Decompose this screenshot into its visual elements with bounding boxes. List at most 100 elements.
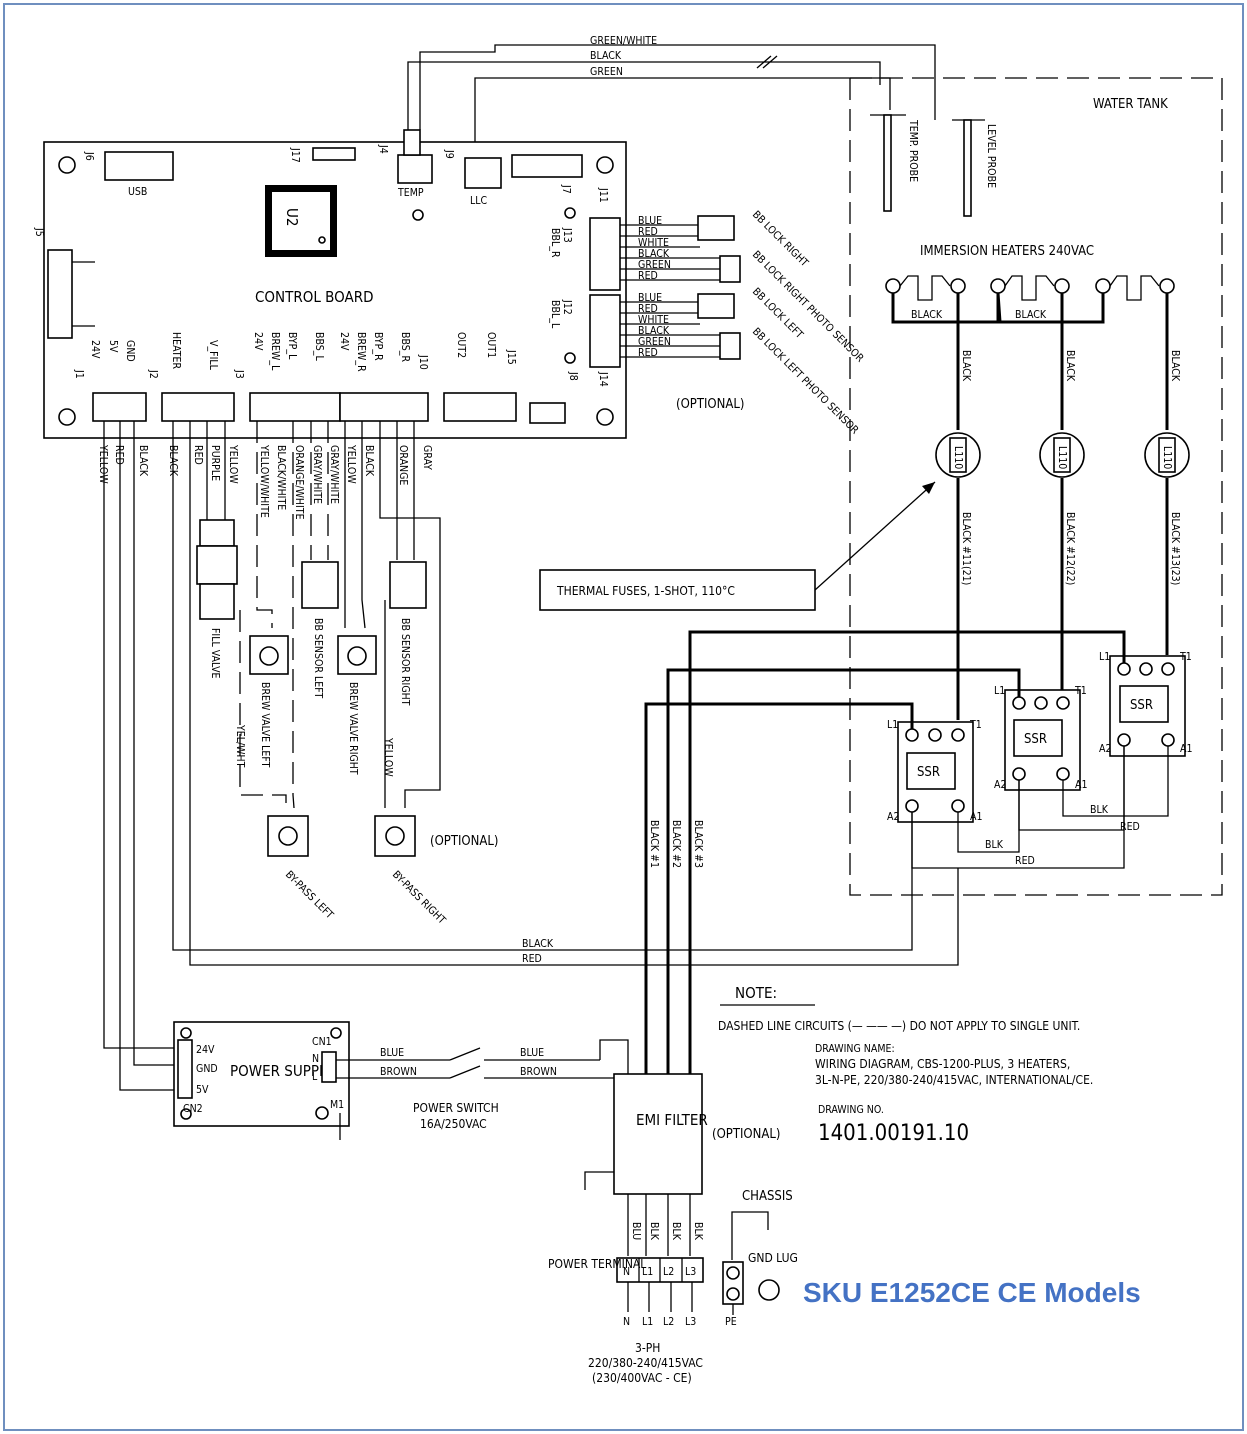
temp-probe bbox=[883, 114, 892, 212]
svg-text:EMI FILTER: EMI FILTER bbox=[636, 1111, 708, 1129]
svg-text:WHITE: WHITE bbox=[638, 314, 669, 326]
svg-text:PURPLE: PURPLE bbox=[209, 445, 221, 481]
svg-text:OUT2: OUT2 bbox=[455, 332, 467, 358]
svg-text:RED: RED bbox=[638, 303, 658, 315]
mains-wire-1: BLACK #1 bbox=[648, 820, 660, 868]
wire-label-green: GREEN bbox=[590, 66, 623, 78]
connector-j15 bbox=[443, 392, 517, 422]
svg-text:T1: T1 bbox=[1074, 685, 1087, 697]
svg-text:WIRING DIAGRAM, CBS-1200-PLUS,: WIRING DIAGRAM, CBS-1200-PLUS, 3 HEATERS… bbox=[815, 1057, 1070, 1071]
svg-text:L110: L110 bbox=[1161, 446, 1173, 469]
heater-wire-11: BLACK #11(21) bbox=[960, 512, 972, 585]
level-probe-label: LEVEL PROBE bbox=[985, 124, 997, 188]
svg-text:CN2: CN2 bbox=[183, 1103, 203, 1115]
bypass-valve-left: BY-PASS LEFT bbox=[267, 815, 336, 922]
svg-text:BLACK: BLACK bbox=[638, 325, 670, 337]
svg-text:J8: J8 bbox=[567, 371, 579, 381]
svg-text:BLUE: BLUE bbox=[520, 1047, 544, 1059]
svg-text:A2: A2 bbox=[1099, 743, 1111, 755]
wire-label-green-white: GREEN/WHITE bbox=[590, 35, 657, 47]
temp-label: TEMP bbox=[397, 187, 424, 199]
svg-text:J7: J7 bbox=[560, 184, 572, 194]
svg-text:SSR: SSR bbox=[917, 765, 940, 780]
heater-bus-label-1: BLACK bbox=[911, 309, 943, 321]
svg-text:BYP_L: BYP_L bbox=[286, 332, 298, 360]
svg-text:J10: J10 bbox=[417, 354, 429, 370]
thermal-fuse-2: L110 bbox=[1039, 432, 1085, 478]
svg-text:L1: L1 bbox=[642, 1316, 653, 1328]
fill-valve: FILL VALVE bbox=[196, 519, 238, 679]
svg-text:A1: A1 bbox=[1180, 743, 1192, 755]
svg-text:N: N bbox=[623, 1316, 630, 1328]
svg-text:BLUE: BLUE bbox=[638, 215, 662, 227]
control-board: USB J6 J17 U2 J5 TEMP J4 LLC J9 J7 J11 J… bbox=[33, 129, 627, 439]
svg-text:BROWN: BROWN bbox=[520, 1066, 557, 1078]
sku-label: SKU E1252CE CE Models bbox=[803, 1277, 1141, 1308]
svg-text:L3: L3 bbox=[685, 1266, 696, 1278]
page-border bbox=[3, 3, 1244, 1431]
svg-text:RED: RED bbox=[638, 226, 658, 238]
svg-text:GRAY/WHITE: GRAY/WHITE bbox=[311, 445, 323, 504]
svg-text:FILL VALVE: FILL VALVE bbox=[209, 628, 221, 679]
heater-wire-black-2: BLACK bbox=[1064, 350, 1076, 382]
svg-text:3-PH: 3-PH bbox=[635, 1341, 660, 1355]
probe-wires: GREEN/WHITE BLACK GREEN bbox=[407, 35, 936, 165]
svg-text:RED: RED bbox=[192, 445, 204, 465]
svg-text:J14: J14 bbox=[597, 371, 609, 387]
svg-text:RED: RED bbox=[522, 953, 542, 965]
power-switch-rating: 16A/250VAC bbox=[420, 1117, 487, 1131]
bb-sensor-right: BB SENSOR RIGHT bbox=[389, 561, 427, 706]
svg-text:RED: RED bbox=[638, 347, 658, 359]
svg-text:M1: M1 bbox=[330, 1099, 344, 1111]
svg-text:BLK: BLK bbox=[1090, 804, 1109, 816]
thermal-fuse-3: L110 bbox=[1144, 432, 1190, 478]
svg-text:BLU: BLU bbox=[630, 1222, 642, 1240]
svg-text:POWER TERMINAL: POWER TERMINAL bbox=[548, 1257, 646, 1271]
emi-filter: EMI FILTER (OPTIONAL) BLU BLK BLK BLK bbox=[584, 1073, 780, 1256]
bb-sensor-left: BB SENSOR LEFT bbox=[301, 561, 339, 698]
locks-optional-label: (OPTIONAL) bbox=[676, 397, 744, 412]
svg-text:RED: RED bbox=[1015, 855, 1035, 867]
power-terminal: N L1 L2 L3 POWER TERMINAL N L1 L2 L3 bbox=[548, 1257, 704, 1328]
emi-optional-label: (OPTIONAL) bbox=[712, 1127, 780, 1142]
svg-text:L1: L1 bbox=[887, 719, 898, 731]
svg-text:GRAY: GRAY bbox=[421, 445, 433, 470]
svg-text:BLACK: BLACK bbox=[363, 445, 375, 477]
svg-text:BBS_L: BBS_L bbox=[313, 332, 325, 361]
svg-text:ORANGE: ORANGE bbox=[397, 445, 409, 485]
svg-text:L3: L3 bbox=[685, 1316, 696, 1328]
svg-text:L2: L2 bbox=[663, 1316, 674, 1328]
svg-text:24V: 24V bbox=[89, 340, 101, 359]
svg-text:WHITE: WHITE bbox=[638, 237, 669, 249]
svg-text:L110: L110 bbox=[1056, 446, 1068, 469]
svg-text:BBL_L: BBL_L bbox=[549, 300, 561, 329]
connector-j3-left bbox=[249, 392, 341, 422]
svg-text:T1: T1 bbox=[1179, 651, 1192, 663]
svg-text:PE: PE bbox=[725, 1316, 737, 1328]
svg-text:24V: 24V bbox=[338, 332, 350, 351]
heater-wire-13: BLACK #13(23) bbox=[1169, 512, 1181, 585]
svg-text:BY-PASS RIGHT: BY-PASS RIGHT bbox=[390, 869, 448, 927]
svg-text:A1: A1 bbox=[970, 811, 982, 823]
svg-text:3L-N-PE, 220/380-240/415VAC, I: 3L-N-PE, 220/380-240/415VAC, INTERNATION… bbox=[815, 1073, 1093, 1087]
chassis-ground: CHASSIS PE GND LUG bbox=[722, 1189, 798, 1328]
svg-text:24V: 24V bbox=[196, 1044, 215, 1056]
svg-text:ORANGE/WHITE: ORANGE/WHITE bbox=[293, 445, 305, 520]
thermal-fuse-1: L110 bbox=[935, 432, 981, 478]
svg-text:BLUE: BLUE bbox=[638, 292, 662, 304]
svg-text:T1: T1 bbox=[969, 719, 982, 731]
svg-text:L2: L2 bbox=[663, 1266, 674, 1278]
svg-text:YELLOW/WHITE: YELLOW/WHITE bbox=[258, 444, 270, 518]
svg-text:BLACK: BLACK bbox=[167, 445, 179, 477]
svg-text:BROWN: BROWN bbox=[380, 1066, 417, 1078]
svg-text:J4: J4 bbox=[377, 144, 389, 154]
svg-text:5V: 5V bbox=[196, 1084, 209, 1096]
svg-text:BLACK: BLACK bbox=[137, 445, 149, 477]
wire-label-black: BLACK bbox=[590, 50, 622, 62]
svg-text:YELLOW: YELLOW bbox=[97, 444, 109, 484]
svg-text:GND LUG: GND LUG bbox=[748, 1251, 798, 1265]
svg-text:GRAY/WHITE: GRAY/WHITE bbox=[328, 445, 340, 504]
svg-text:SSR: SSR bbox=[1130, 698, 1153, 713]
